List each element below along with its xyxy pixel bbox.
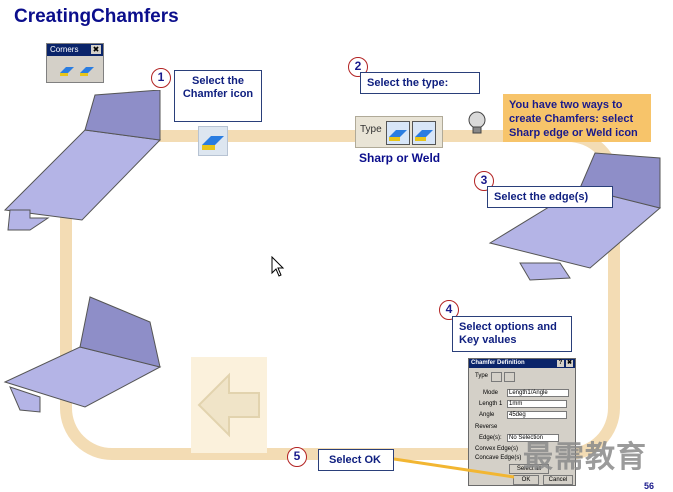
step-2-callout: Select the type: xyxy=(360,72,480,94)
lightbulb-hint-icon xyxy=(468,111,486,134)
convex-edges-checkbox[interactable]: Convex Edge(s) xyxy=(475,446,519,452)
corners-toolbar[interactable]: Corners ✖ xyxy=(46,43,104,83)
dialog-title: Chamfer Definition xyxy=(471,360,525,366)
sheet-part-top-left xyxy=(3,90,162,231)
type-label: Type xyxy=(360,124,382,135)
left-arrow-icon xyxy=(197,372,260,438)
chamfer-glyph-icon xyxy=(202,136,224,150)
step-5-callout: Select OK xyxy=(318,449,394,471)
ok-pointer-line xyxy=(393,457,515,479)
ok-button[interactable]: OK xyxy=(513,475,539,485)
return-arrow-panel xyxy=(191,357,267,453)
mouse-cursor-icon xyxy=(271,256,285,277)
length-field[interactable]: 1mm xyxy=(507,400,567,408)
step-4-badge: 4 xyxy=(439,300,459,320)
select-all-button[interactable]: Select all xyxy=(509,464,549,474)
angle-field[interactable]: 45deg xyxy=(507,411,567,419)
angle-label: Angle xyxy=(479,412,495,418)
step-4-callout: Select options and Key values xyxy=(452,316,572,352)
dialog-titlebar: Chamfer Definition ? ✖ xyxy=(469,359,575,368)
step-1-callout: Select the Chamfer icon xyxy=(174,70,262,122)
sharp-edge-button[interactable] xyxy=(386,121,410,145)
slide-title: CreatingChamfers xyxy=(14,6,179,27)
sheet-part-bottom-left xyxy=(3,296,162,413)
type-label: Type xyxy=(475,373,489,379)
weld-edge-button[interactable] xyxy=(412,121,436,145)
watermark: 最需教育 xyxy=(523,440,647,475)
type-selector: Type xyxy=(355,116,443,148)
reverse-checkbox[interactable]: Reverse xyxy=(475,424,498,430)
close-button[interactable]: ✖ xyxy=(566,360,573,367)
edges-field[interactable]: No Selection xyxy=(507,434,559,442)
chamfer-definition-dialog[interactable]: Chamfer Definition ? ✖ Type Mode Length1… xyxy=(468,358,576,486)
step-1-badge: 1 xyxy=(151,68,171,88)
toolbar-title: Corners xyxy=(47,44,103,56)
sharp-type-button[interactable] xyxy=(491,372,502,382)
sharp-chamfer-icon[interactable] xyxy=(59,62,75,78)
close-icon[interactable]: ✖ xyxy=(91,45,101,54)
mode-label: Mode xyxy=(483,390,499,396)
weld-chamfer-icon[interactable] xyxy=(79,62,95,78)
weld-edge-icon xyxy=(415,130,433,141)
hint-note: You have two ways to create Chamfers: se… xyxy=(503,94,651,142)
help-button[interactable]: ? xyxy=(557,360,564,367)
length-label: Length 1 xyxy=(479,401,503,407)
weld-type-button[interactable] xyxy=(504,372,515,382)
sheet-part-right xyxy=(488,152,662,281)
step-3-callout: Select the edge(s) xyxy=(487,186,613,208)
cancel-button[interactable]: Cancel xyxy=(543,475,573,485)
chamfer-icon[interactable] xyxy=(198,126,228,156)
concave-edges-checkbox[interactable]: Concave Edge(s) xyxy=(475,455,522,461)
page-number: 56 xyxy=(644,481,655,491)
mode-select[interactable]: Length1/Angle xyxy=(507,389,569,397)
edges-label: Edge(s): xyxy=(479,435,502,441)
sharp-edge-icon xyxy=(389,130,407,141)
sharp-or-weld-caption: Sharp or Weld xyxy=(359,151,441,165)
step-5-badge: 5 xyxy=(287,447,307,467)
